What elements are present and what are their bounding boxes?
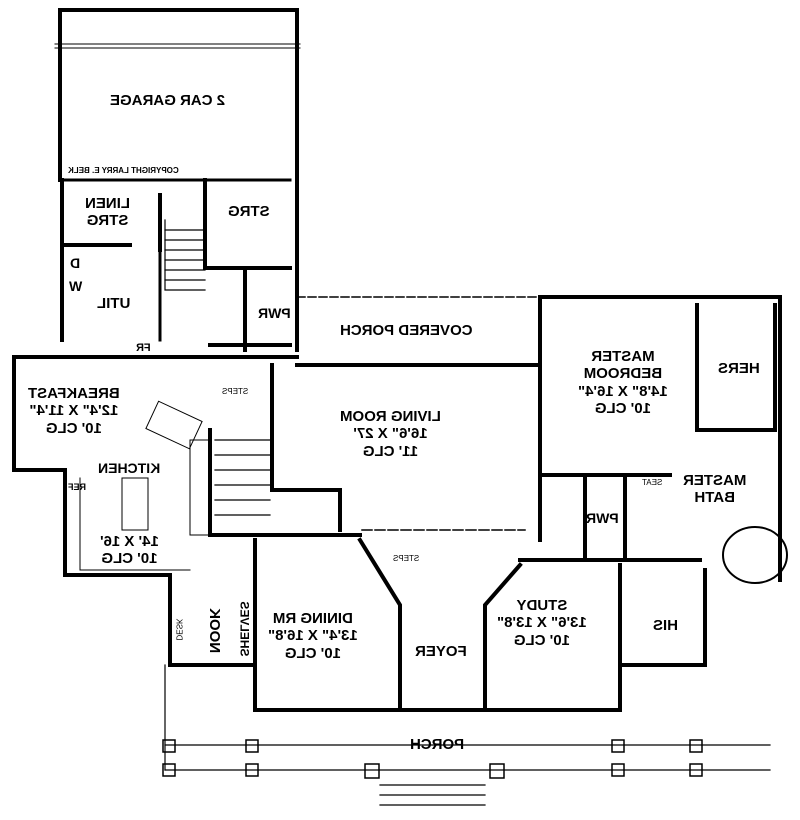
kitchen-size: 14' X 16'10' CLG [100, 533, 159, 568]
mb-name2: BEDROOM [583, 365, 663, 383]
dryer-label: D [70, 255, 81, 271]
study-name: STUDY [516, 597, 568, 614]
tub [722, 526, 788, 584]
kitchen-label: KITCHEN [98, 460, 161, 476]
mb-ceiling: 10' CLG [594, 399, 651, 417]
living-name: LIVING ROOM [340, 408, 441, 425]
study-ceiling: 10' CLG [513, 631, 570, 649]
shelves-label: SHELVES [237, 601, 252, 657]
nook-label: NOOK [206, 608, 224, 654]
linen-label-line2: STRG [86, 212, 129, 230]
bath-name2: BATH [694, 489, 735, 507]
seat-label: SEAT [642, 478, 663, 487]
master-walls [518, 295, 782, 582]
his-label: HIS [653, 617, 679, 634]
living-walls [208, 363, 542, 537]
main-stair [214, 439, 271, 516]
living-size: 16'6" X 27' [353, 425, 428, 443]
living-ceiling: 11' CLG [362, 442, 419, 460]
foyer-label: FOYER [415, 643, 467, 660]
study-size: 13'6" X 13'8" [497, 614, 587, 632]
breakfast-name: BREAKFAST [28, 385, 120, 402]
porch-lines [164, 664, 771, 806]
desk-label: DESK [174, 618, 184, 641]
kitchen-size-text: 14' X 16' [100, 533, 159, 550]
util-label: UTIL [97, 295, 131, 312]
porch-label: PORCH [410, 736, 465, 753]
dining-size: 13'4" X 16'8" [268, 627, 358, 645]
steps-upper-label: STEPS [222, 387, 249, 396]
dining-ceiling: 10' CLG [284, 644, 341, 662]
breakfast-size: 12'4" X 11'4" [29, 402, 119, 420]
service-walls [60, 178, 292, 352]
powder-lower-label: PWR [586, 510, 619, 526]
garage-label: 2 CAR GARAGE [110, 92, 226, 109]
breakfast-ceiling: 10' CLG [45, 419, 102, 437]
garage-stair [164, 219, 206, 291]
kitchen-walls [12, 355, 299, 667]
hers-label: HERS [718, 360, 760, 377]
powder-upper-label: PWR [258, 305, 291, 321]
kitchen-ceiling: 10' CLG [101, 550, 158, 568]
porch-columns [162, 739, 703, 779]
freezer-label: FR [136, 342, 151, 354]
steps-lower-label: STEPS [393, 554, 420, 563]
mb-size: 14'8" X 16'4" [578, 382, 668, 400]
mb-name1: MASTER [591, 348, 655, 365]
garage-walls [58, 8, 299, 352]
bath-name1: MASTER [683, 472, 747, 489]
washer-label: W [69, 278, 83, 294]
fridge-label: REF [68, 482, 86, 492]
dining-name: DINING RM [272, 610, 353, 627]
storage-label: STRG [228, 203, 270, 220]
copyright-text: COPYRIGHT LARRY E. BELK [68, 166, 179, 175]
linen-label-line1: LINEN [85, 195, 130, 212]
covered-porch-label: COVERED PORCH [340, 322, 473, 339]
